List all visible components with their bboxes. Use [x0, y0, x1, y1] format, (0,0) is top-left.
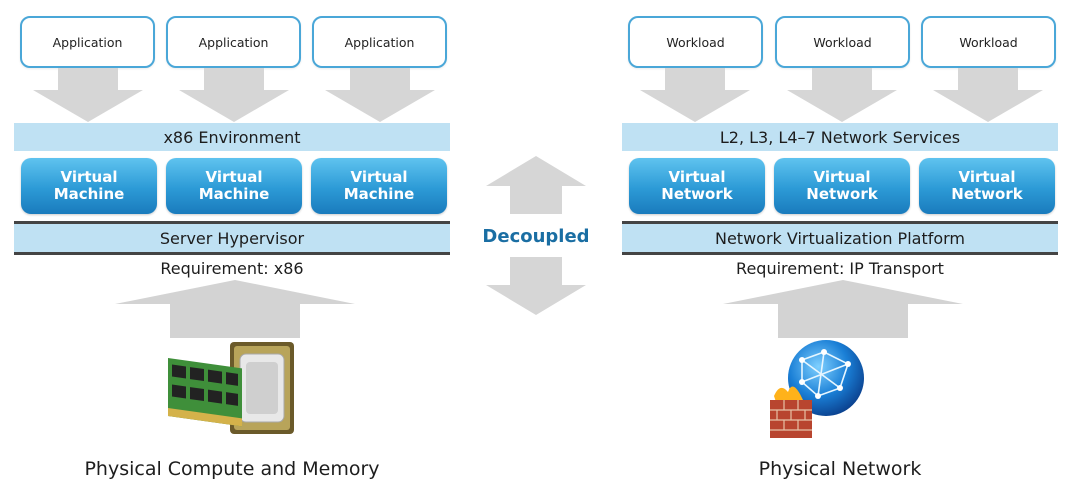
requirement-ip-transport: Requirement: IP Transport: [736, 259, 944, 278]
vbox-line2: Network: [661, 185, 733, 203]
vbox-line1: Virtual: [205, 168, 263, 186]
down-arrows-left: [33, 68, 435, 122]
workload-box-1: Workload: [628, 16, 763, 68]
down-arrow: [787, 68, 897, 122]
memory-cpu-icon: [168, 342, 294, 434]
up-arrow-left: [115, 280, 355, 338]
requirement-x86: Requirement: x86: [160, 259, 304, 278]
application-box-3: Application: [312, 16, 447, 68]
vbox-line2: Machine: [53, 185, 125, 203]
x86-environment-band: x86 Environment: [14, 123, 450, 151]
workload-box-label: Workload: [959, 34, 1018, 50]
vbox-line1: Virtual: [813, 168, 871, 186]
vbox-line1: Virtual: [60, 168, 118, 186]
down-arrow: [33, 68, 143, 122]
network-virtualization-platform-band: Network Virtualization Platform: [622, 221, 1058, 255]
application-box-1: Application: [20, 16, 155, 68]
virtual-machine-box-2: Virtual Machine: [166, 158, 302, 214]
vbox-line2: Machine: [343, 185, 415, 203]
vbox-line2: Machine: [198, 185, 270, 203]
workload-box-3: Workload: [921, 16, 1056, 68]
up-arrow-center: [486, 156, 586, 214]
physical-network-caption: Physical Network: [758, 458, 922, 480]
application-box-label: Application: [52, 34, 123, 50]
virtual-network-box-2: Virtual Network: [774, 158, 910, 214]
workload-box-label: Workload: [666, 34, 725, 50]
server-hypervisor-band: Server Hypervisor: [14, 221, 450, 255]
application-box-label: Application: [344, 34, 415, 50]
down-arrows-right: [640, 68, 1043, 122]
down-arrow-center: [486, 257, 586, 315]
vbox-line1: Virtual: [668, 168, 726, 186]
physical-compute-caption: Physical Compute and Memory: [84, 458, 380, 480]
network-services-band: L2, L3, L4–7 Network Services: [622, 123, 1058, 151]
application-box-label: Application: [198, 34, 269, 50]
vbox-line1: Virtual: [350, 168, 408, 186]
up-arrow-right: [723, 280, 963, 338]
vbox-line1: Virtual: [958, 168, 1016, 186]
virtual-machine-box-1: Virtual Machine: [21, 158, 157, 214]
network-globe-firewall-icon: [770, 340, 864, 438]
down-arrow: [179, 68, 289, 122]
virtual-network-box-1: Virtual Network: [629, 158, 765, 214]
application-box-2: Application: [166, 16, 301, 68]
virtual-network-box-3: Virtual Network: [919, 158, 1055, 214]
workload-box-label: Workload: [813, 34, 872, 50]
down-arrow: [640, 68, 750, 122]
workload-box-2: Workload: [775, 16, 910, 68]
vbox-line2: Network: [806, 185, 878, 203]
vbox-line2: Network: [951, 185, 1023, 203]
down-arrow: [325, 68, 435, 122]
decoupled-label: Decoupled: [482, 226, 590, 247]
down-arrow: [933, 68, 1043, 122]
virtual-machine-box-3: Virtual Machine: [311, 158, 447, 214]
